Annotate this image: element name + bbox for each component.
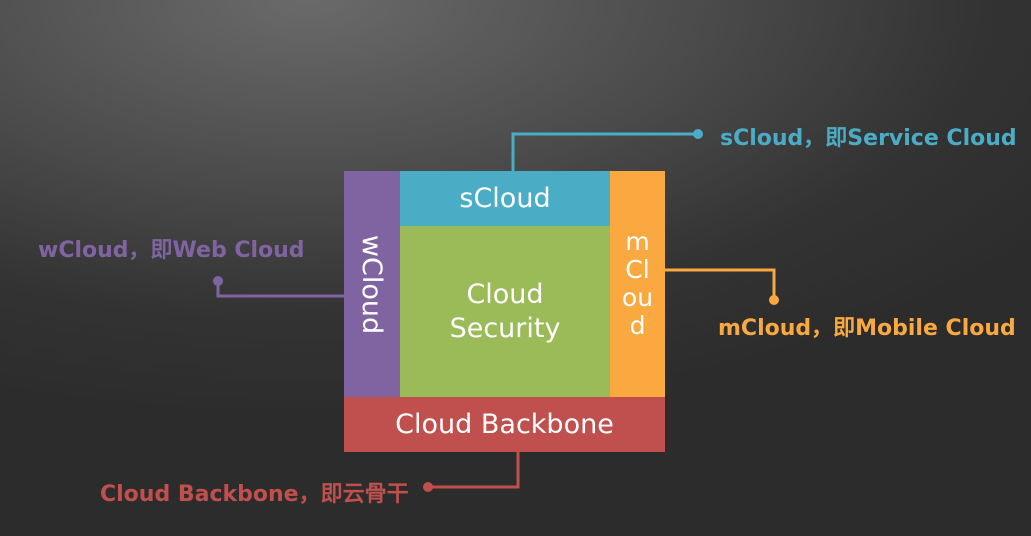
mcloud-label-line1: m xyxy=(625,227,650,256)
backbone-connector-dot xyxy=(423,482,433,492)
scloud-block-label: sCloud xyxy=(459,183,551,214)
mcloud-label-line3: ou xyxy=(621,283,654,312)
mcloud-block: m Cl ou d xyxy=(610,171,665,397)
cloud-backbone-block-label: Cloud Backbone xyxy=(395,409,614,440)
mcloud-callout: mCloud，即Mobile Cloud xyxy=(718,316,1016,341)
mcloud-label-line4: d xyxy=(629,311,646,340)
wcloud-connector-dot xyxy=(213,276,223,286)
wcloud-block: wCloud xyxy=(344,171,400,397)
cloud-security-label-line1: Cloud xyxy=(466,278,544,310)
scloud-connector xyxy=(511,132,698,171)
backbone-callout: Cloud Backbone，即云骨干 xyxy=(100,482,409,507)
scloud-connector-dot xyxy=(693,129,703,139)
backbone-connector xyxy=(428,452,520,489)
cloud-backbone-block: Cloud Backbone xyxy=(344,397,665,452)
cloud-security-label-line2: Security xyxy=(449,312,561,344)
scloud-block: sCloud xyxy=(400,171,610,226)
mcloud-connector xyxy=(665,268,776,300)
wcloud-connector xyxy=(216,281,344,298)
wcloud-block-label: wCloud xyxy=(356,234,388,334)
scloud-callout: sCloud，即Service Cloud xyxy=(720,126,1017,151)
cloud-security-block: Cloud Security xyxy=(400,226,610,397)
mcloud-connector-dot xyxy=(769,295,779,305)
wcloud-callout: wCloud，即Web Cloud xyxy=(38,238,305,263)
mcloud-label-line2: Cl xyxy=(625,255,650,284)
